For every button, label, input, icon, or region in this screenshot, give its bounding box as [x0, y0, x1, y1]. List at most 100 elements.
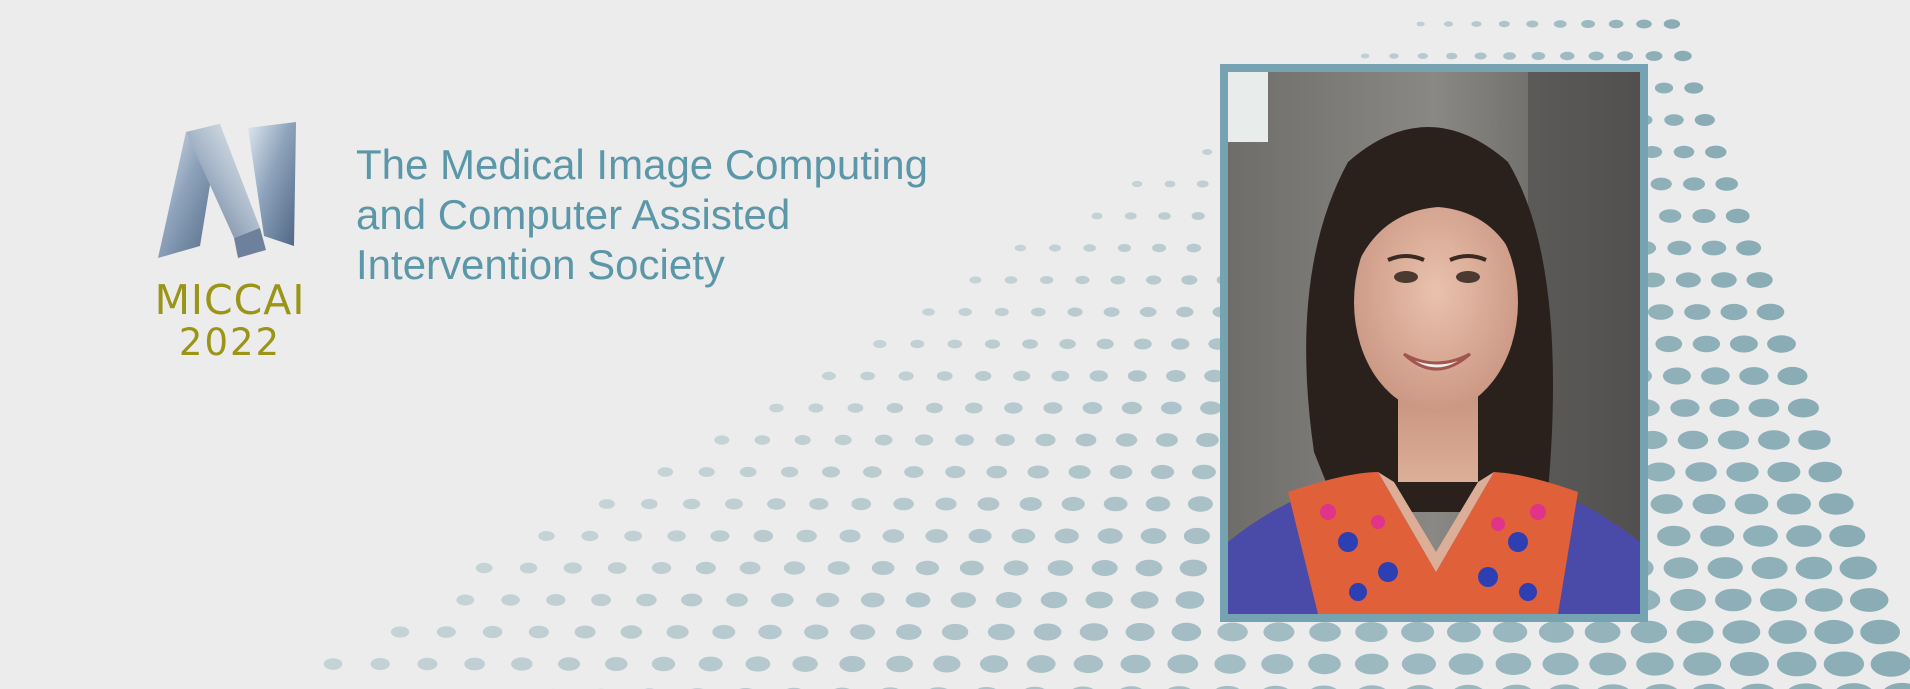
halftone-dot	[605, 657, 628, 671]
halftone-dot	[1003, 560, 1029, 576]
halftone-dot	[977, 497, 1000, 511]
halftone-dot	[941, 623, 969, 641]
halftone-dot	[1746, 272, 1773, 288]
halftone-dot	[1836, 683, 1872, 689]
halftone-dot	[1787, 398, 1819, 418]
halftone-dot	[959, 560, 984, 576]
halftone-dot	[1768, 620, 1807, 644]
halftone-dot	[323, 658, 343, 670]
halftone-dot	[945, 465, 966, 479]
halftone-dot	[1150, 464, 1175, 480]
halftone-dot	[745, 656, 771, 672]
halftone-dot	[666, 625, 689, 639]
halftone-dot	[1043, 402, 1063, 414]
halftone-dot	[1448, 653, 1484, 675]
halftone-dot	[1849, 588, 1889, 612]
halftone-dot	[1715, 588, 1752, 612]
halftone-dot	[1647, 304, 1674, 320]
halftone-dot	[1808, 461, 1843, 483]
halftone-dot	[1024, 686, 1045, 689]
halftone-dot	[1040, 591, 1068, 609]
halftone-dot	[1183, 527, 1210, 545]
halftone-dot	[783, 561, 806, 575]
halftone-dot	[1083, 244, 1096, 252]
halftone-dot	[1454, 684, 1483, 689]
halftone-dot	[1117, 244, 1131, 252]
halftone-dot	[1175, 591, 1205, 609]
halftone-dot	[1654, 82, 1674, 94]
halftone-dot	[1751, 556, 1788, 580]
halftone-dot	[1711, 272, 1737, 288]
halftone-dot	[771, 593, 794, 607]
halftone-dot	[1446, 52, 1458, 60]
halftone-dot	[1860, 619, 1900, 645]
halftone-dot	[1263, 622, 1295, 642]
halftone-dot	[1308, 653, 1341, 675]
halftone-dot	[1167, 654, 1199, 674]
halftone-dot	[1717, 430, 1750, 450]
halftone-dot	[1674, 50, 1692, 62]
halftone-dot	[1471, 21, 1482, 27]
halftone-dot	[1202, 149, 1213, 155]
halftone-dot	[863, 466, 882, 478]
halftone-dot	[695, 561, 716, 575]
halftone-dot	[1650, 177, 1672, 191]
halftone-dot	[847, 403, 864, 413]
halftone-dot	[886, 403, 904, 413]
halftone-dot	[1692, 493, 1726, 515]
halftone-dot	[1829, 524, 1866, 548]
halftone-dot	[994, 307, 1009, 317]
miccai-name: MICCAI	[154, 276, 306, 324]
halftone-dot	[1655, 335, 1683, 353]
halftone-dot	[905, 592, 931, 608]
halftone-dot	[754, 435, 771, 445]
halftone-dot	[979, 655, 1009, 673]
halftone-dot	[1560, 51, 1575, 61]
halftone-dot	[651, 656, 676, 672]
halftone-dot	[1089, 370, 1109, 382]
halftone-dot	[1355, 622, 1388, 642]
halftone-dot	[925, 402, 943, 414]
halftone-dot	[1549, 684, 1580, 689]
halftone-dot	[681, 593, 703, 607]
halftone-dot	[1670, 588, 1706, 612]
halftone-dot	[839, 655, 866, 673]
halftone-dot	[1004, 402, 1023, 414]
halftone-dot	[809, 498, 829, 510]
halftone-dot	[519, 562, 538, 574]
halftone-dot	[1406, 685, 1434, 689]
halftone-dot	[1103, 307, 1120, 317]
halftone-dot	[936, 371, 953, 381]
halftone-dot	[1531, 52, 1546, 60]
halftone-dot	[1022, 339, 1038, 349]
halftone-dot	[739, 561, 761, 575]
halftone-dot	[1035, 433, 1056, 447]
halftone-dot	[1748, 398, 1780, 418]
halftone-dot	[1061, 496, 1085, 512]
society-title-line-2: and Computer Assisted	[356, 191, 791, 238]
halftone-dot	[1694, 114, 1715, 126]
halftone-dot	[1040, 276, 1054, 284]
halftone-dot	[1676, 620, 1714, 644]
halftone-dot	[1777, 366, 1808, 386]
halftone-dot	[1726, 462, 1759, 482]
halftone-dot	[1608, 19, 1624, 29]
halftone-dot	[1309, 622, 1341, 642]
halftone-dot	[1581, 20, 1595, 28]
halftone-dot	[874, 434, 893, 446]
halftone-dot	[1662, 367, 1691, 385]
halftone-dot	[464, 657, 485, 671]
halftone-dot	[726, 593, 748, 607]
halftone-dot	[710, 530, 730, 542]
halftone-dot	[436, 626, 456, 638]
halftone-dot	[528, 625, 549, 639]
halftone-dot	[860, 371, 875, 381]
halftone-dot	[1416, 21, 1425, 27]
halftone-dot	[1715, 177, 1738, 191]
halftone-dot	[1004, 276, 1018, 284]
halftone-dot	[1140, 528, 1167, 544]
halftone-dot	[922, 308, 935, 316]
halftone-dot	[850, 624, 876, 640]
halftone-dot	[1684, 304, 1711, 320]
miccai-m-logo-icon	[158, 122, 296, 258]
